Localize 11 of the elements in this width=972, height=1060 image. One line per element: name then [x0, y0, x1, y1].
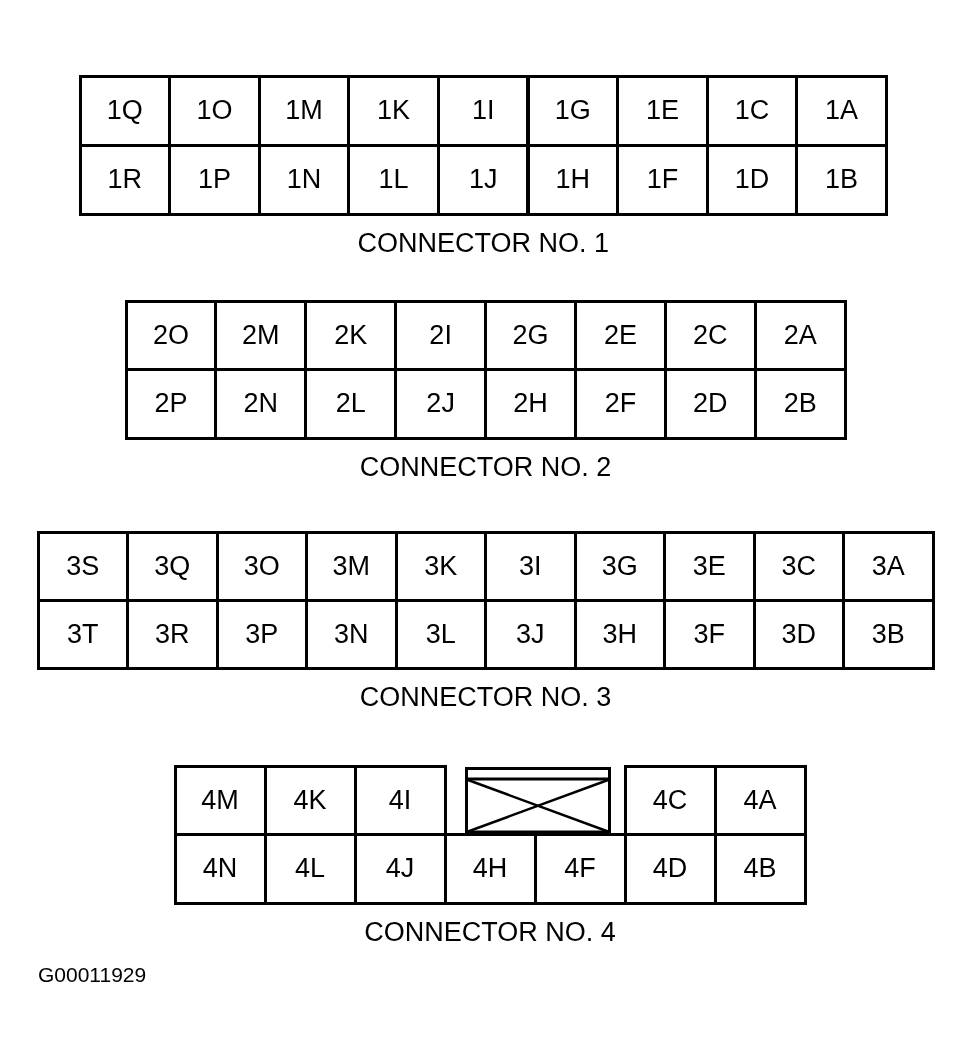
connector-caption: CONNECTOR NO. 2	[359, 452, 612, 482]
pin-cell: 3S	[36, 530, 129, 602]
connector-caption: CONNECTOR NO. 4	[364, 917, 616, 947]
pin-cell: 4C	[623, 764, 717, 836]
pin-cell: 4M	[173, 764, 267, 836]
pin-cell: 3A	[842, 530, 935, 602]
connector-caption: CONNECTOR NO. 1	[357, 228, 609, 258]
pin-cell: 4N	[173, 833, 267, 905]
figure-id: G00011929	[38, 963, 147, 987]
connector-caption: CONNECTOR NO. 3	[359, 682, 612, 712]
pin-cell: 1A	[795, 74, 888, 147]
